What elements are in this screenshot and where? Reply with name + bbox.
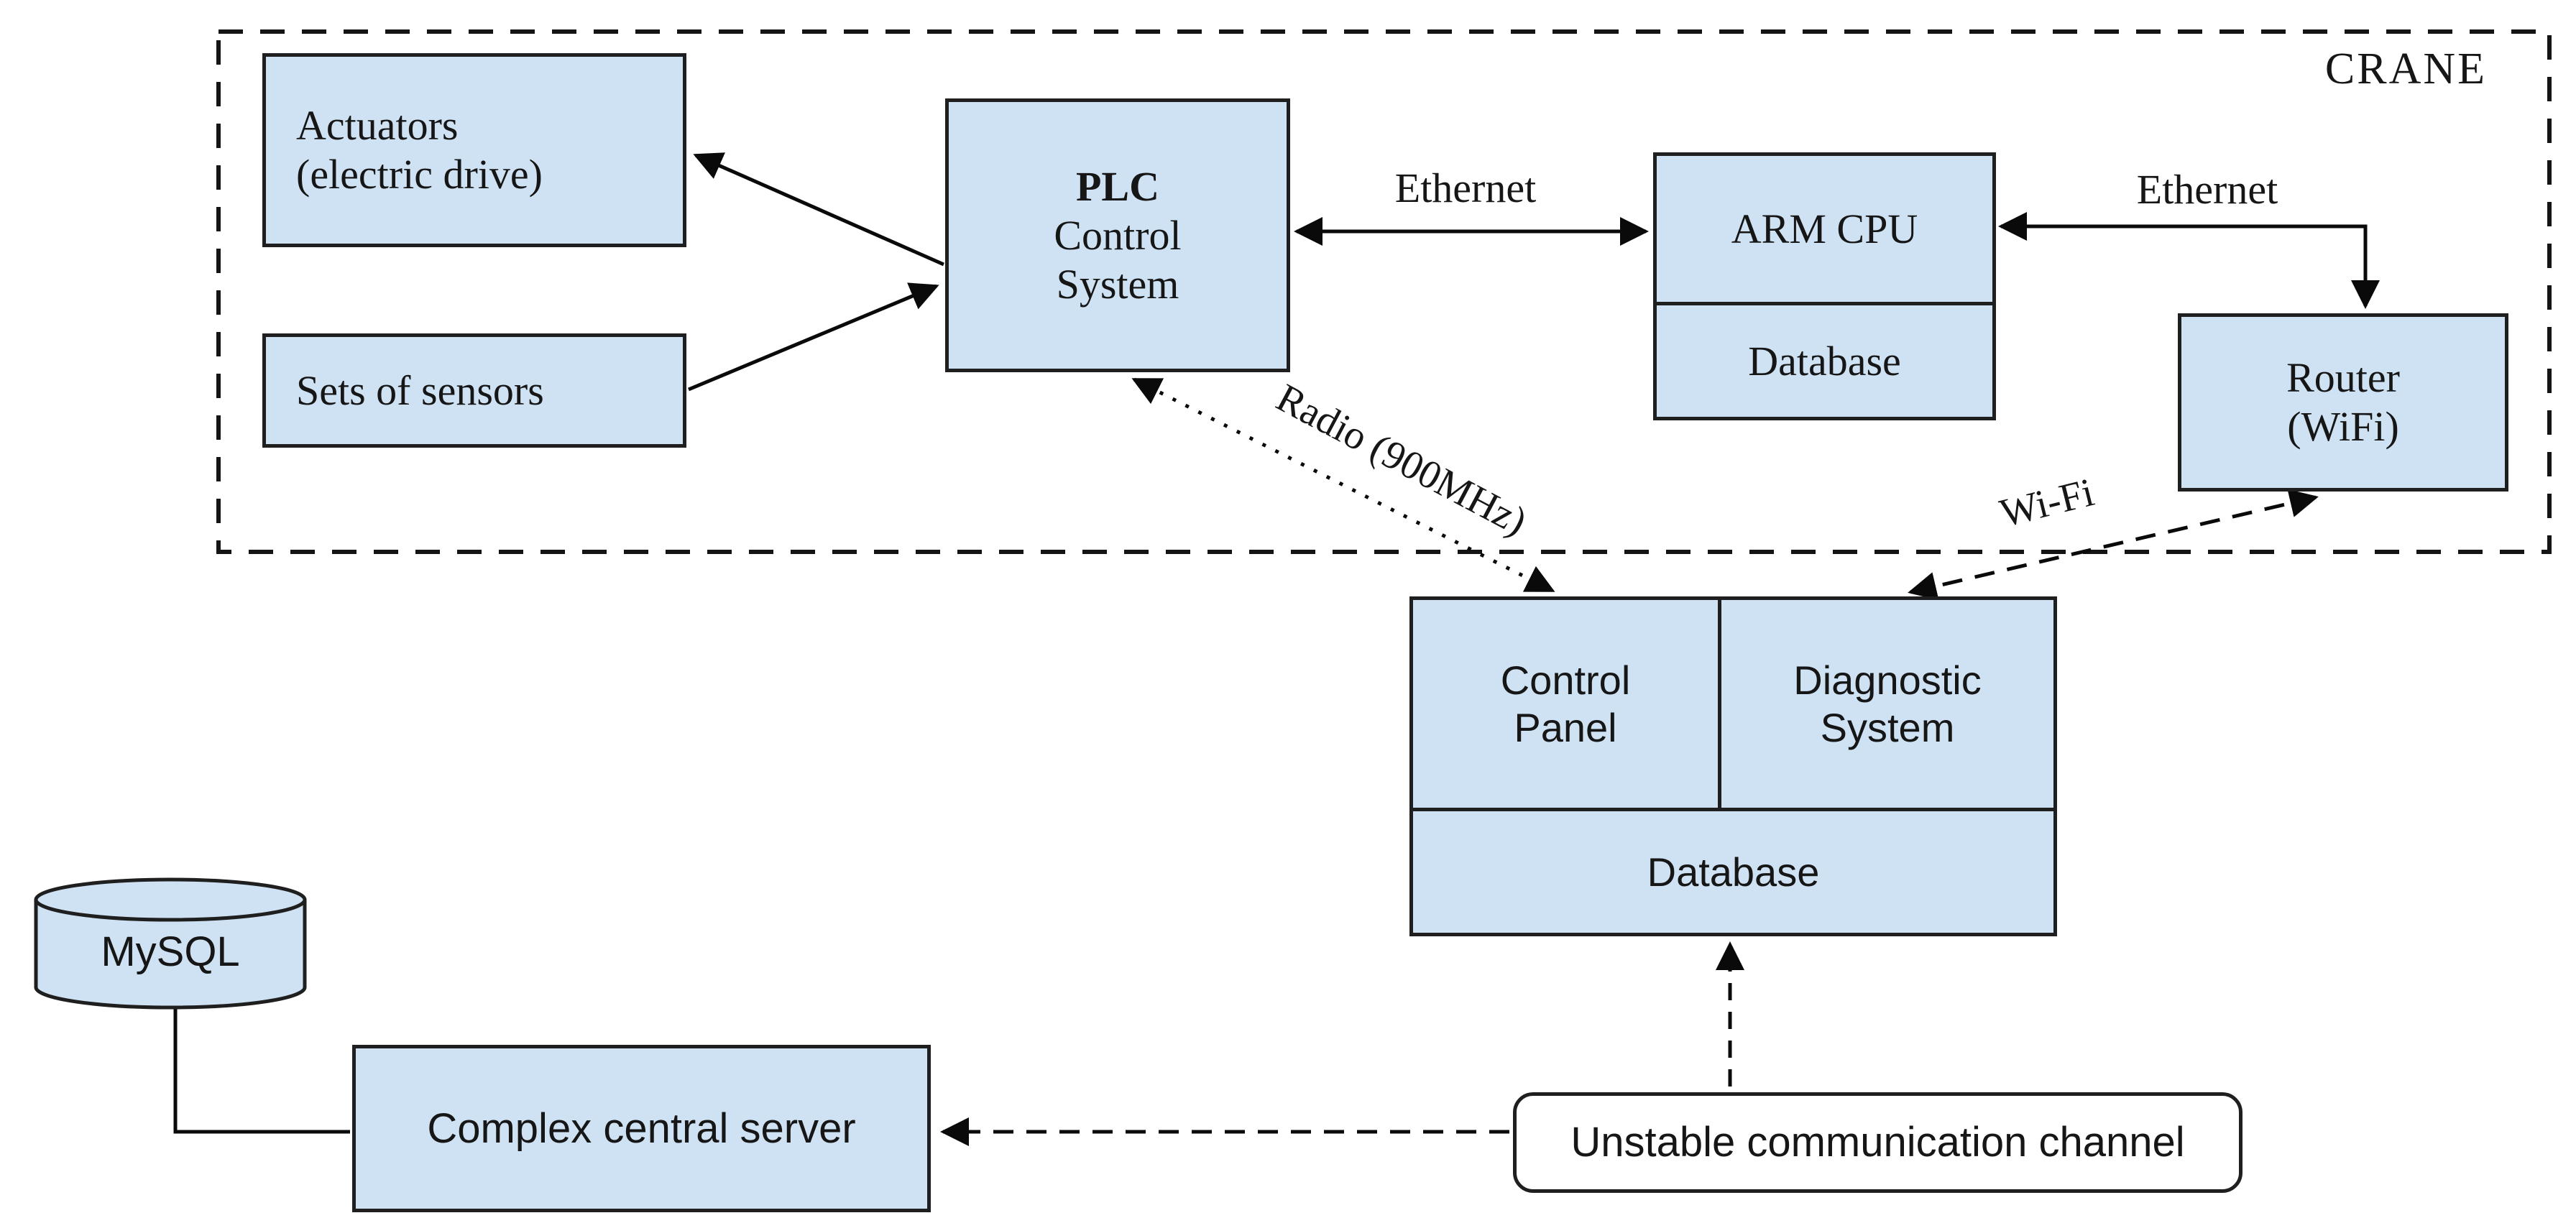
node-diagnostic-system: Diagnostic System: [1721, 600, 2053, 811]
ethernet-left-label: Ethernet: [1394, 165, 1537, 211]
radio-900mhz-label: Radio (900MHz): [1269, 375, 1535, 545]
crane-system-label: CRANE: [2324, 45, 2487, 93]
arm-database-label: Database: [1748, 337, 1901, 384]
edge-ethernet-arm-router: [1998, 212, 2380, 309]
arm-cpu-label: ARM CPU: [1731, 205, 1918, 252]
node-router-wifi: Router (WiFi): [2178, 313, 2508, 492]
edge-mysql-to-server: [173, 1006, 350, 1134]
central-server-label: Complex central server: [427, 1104, 856, 1152]
node-central-server: Complex central server: [352, 1045, 931, 1212]
node-actuators: Actuators (electric drive): [262, 53, 686, 247]
plc-title: PLC: [1076, 162, 1159, 210]
router-label-line2: (WiFi): [2287, 403, 2399, 450]
edge-sensors-to-plc: [688, 282, 939, 392]
plc-label-line1: Control: [1054, 211, 1182, 259]
plc-label-line2: System: [1056, 260, 1179, 308]
node-sensors: Sets of sensors: [262, 333, 686, 448]
mysql-label: MySQL: [101, 928, 240, 975]
actuators-label-line1: Actuators: [296, 102, 459, 149]
sensors-label: Sets of sensors: [296, 366, 544, 414]
hmi-database-label: Database: [1647, 849, 1820, 895]
diagnostic-label-line2: System: [1820, 704, 1955, 750]
node-arm-cpu: ARM CPU: [1657, 156, 1992, 305]
node-plc-control-system: PLC Control System: [945, 98, 1290, 372]
node-hmi-database: Database: [1413, 811, 2053, 933]
control-panel-label-line1: Control: [1500, 657, 1631, 703]
ethernet-right-label: Ethernet: [2136, 166, 2278, 213]
edge-wifi-diagnostic-router: [1908, 489, 2319, 601]
edge-plc-to-actuators: [693, 152, 945, 267]
wifi-label: Wi-Fi: [1995, 470, 2099, 536]
node-unstable-channel: Unstable communication channel: [1513, 1092, 2242, 1193]
node-control-panel: Control Panel: [1413, 600, 1721, 811]
diagnostic-label-line1: Diagnostic: [1793, 657, 1982, 703]
actuators-label-line2: (electric drive): [296, 151, 543, 198]
node-arm-database: Database: [1657, 305, 1992, 417]
node-arm-stack: ARM CPU Database: [1653, 152, 1996, 420]
unstable-channel-label: Unstable communication channel: [1570, 1119, 2185, 1166]
control-panel-label-line2: Panel: [1514, 704, 1617, 750]
node-hmi-unit: Control Panel Diagnostic System Database: [1409, 596, 2057, 936]
router-label-line1: Router: [2286, 354, 2400, 401]
